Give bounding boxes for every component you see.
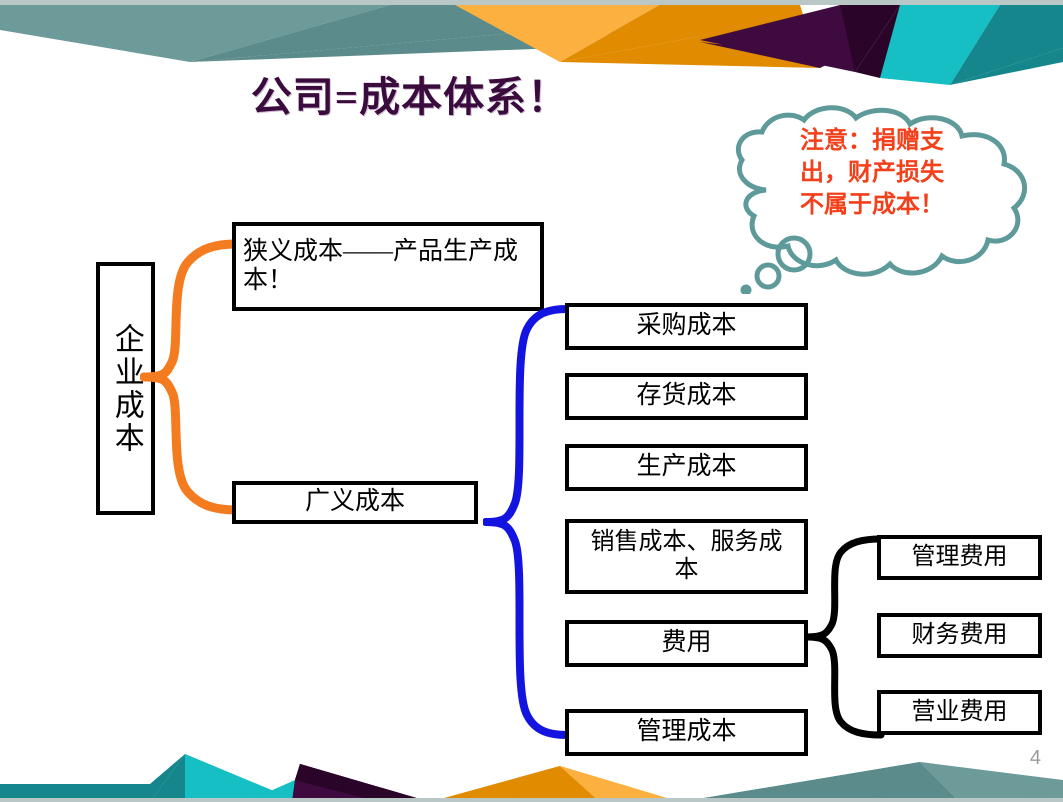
node-sales-service-cost-label-line1: 销售成本、服务成 bbox=[590, 528, 783, 555]
node-operating-expense-label: 营业费用 bbox=[911, 698, 1008, 725]
node-enterprise-cost-label: 企业成本 bbox=[109, 322, 143, 455]
node-production-cost-label: 生产成本 bbox=[636, 453, 737, 481]
orange-brace-connector bbox=[140, 239, 241, 515]
node-inventory-cost[interactable]: 存货成本 bbox=[565, 373, 808, 420]
page-title: 公司=成本体系！ bbox=[250, 74, 570, 120]
node-enterprise-cost[interactable]: 企业成本 bbox=[96, 262, 155, 515]
node-administrative-expense-label: 管理费用 bbox=[911, 543, 1008, 570]
bottom-decoration-band bbox=[0, 754, 1063, 802]
node-narrow-cost[interactable]: 狭义成本——产品生产成本！ bbox=[232, 222, 544, 311]
node-sales-service-cost-label-line2: 本 bbox=[674, 556, 699, 583]
node-inventory-cost-label: 存货成本 bbox=[636, 382, 737, 410]
callout-line-1: 注意：捐赠支 bbox=[800, 128, 944, 154]
node-management-cost-label: 管理成本 bbox=[636, 718, 737, 746]
node-expense[interactable]: 费用 bbox=[565, 620, 808, 667]
node-management-cost[interactable]: 管理成本 bbox=[565, 709, 808, 756]
note-cloud-callout: 注意：捐赠支 出，财产损失 不属于成本！ bbox=[706, 104, 1040, 296]
node-sales-service-cost[interactable]: 销售成本、服务成 本 bbox=[565, 519, 808, 594]
callout-text: 注意：捐赠支 出，财产损失 不属于成本！ bbox=[772, 126, 972, 222]
node-operating-expense[interactable]: 营业费用 bbox=[877, 690, 1042, 735]
node-financial-expense[interactable]: 财务费用 bbox=[877, 613, 1042, 658]
node-expense-label: 费用 bbox=[661, 629, 712, 657]
node-purchase-cost-label: 采购成本 bbox=[636, 312, 737, 340]
page-number: 4 bbox=[1029, 747, 1041, 769]
black-brace-connector bbox=[805, 535, 885, 739]
callout-line-2: 出，财产损失 bbox=[800, 159, 944, 186]
blue-brace-connector bbox=[483, 305, 571, 739]
node-administrative-expense[interactable]: 管理费用 bbox=[877, 535, 1042, 580]
callout-line-3: 不属于成本！ bbox=[800, 191, 944, 218]
node-narrow-cost-label: 狭义成本——产品生产成本！ bbox=[243, 237, 519, 294]
node-broad-cost-label: 广义成本 bbox=[304, 488, 405, 516]
cloud-shape-icon bbox=[735, 105, 1027, 296]
node-financial-expense-label: 财务费用 bbox=[911, 621, 1008, 648]
node-production-cost[interactable]: 生产成本 bbox=[565, 444, 808, 491]
node-purchase-cost[interactable]: 采购成本 bbox=[565, 303, 808, 350]
node-broad-cost[interactable]: 广义成本 bbox=[232, 481, 478, 524]
